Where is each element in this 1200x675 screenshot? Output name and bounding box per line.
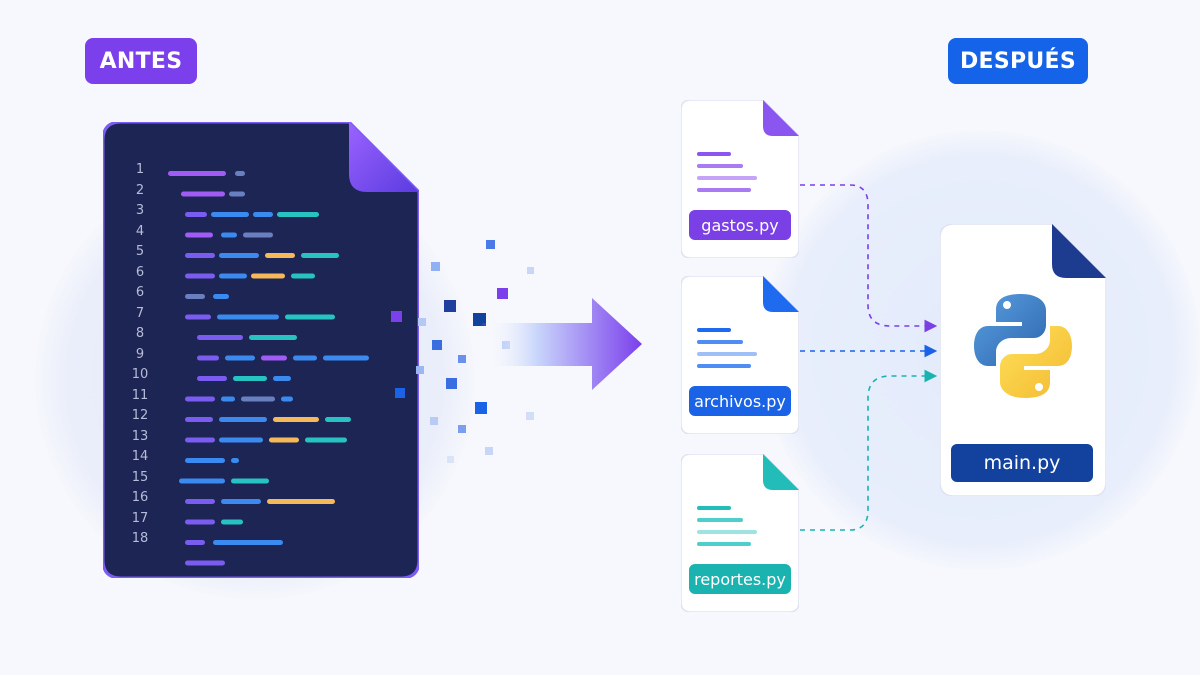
code-segment (185, 273, 215, 279)
line-number: 5 (135, 244, 145, 259)
file-reportes[interactable]: reportes.py (681, 454, 799, 612)
line-number: 6 (135, 264, 145, 280)
line-number: 7 (135, 305, 145, 321)
code-segment (273, 417, 319, 422)
line-number: 3 (135, 203, 145, 218)
line-number: 9 (135, 346, 145, 362)
code-segment (185, 417, 213, 422)
code-segment (241, 396, 275, 402)
line-number: 16 (131, 490, 149, 505)
file-label: archivos.py (689, 386, 791, 416)
code-segment (225, 355, 255, 361)
code-segment (185, 232, 213, 238)
code-segment (233, 376, 267, 381)
line-number: 6 (135, 285, 145, 300)
code-segment (185, 396, 215, 402)
code-segment (185, 519, 215, 525)
line-number: 4 (135, 223, 145, 239)
code-segment (285, 314, 335, 320)
code-segment (229, 191, 245, 197)
line-number: 11 (131, 387, 149, 403)
line-number: 17 (131, 510, 149, 526)
code-segment (293, 355, 317, 361)
line-number: 18 (131, 531, 149, 546)
code-file-shape (103, 122, 419, 578)
file-gastos[interactable]: gastos.py (681, 100, 799, 258)
line-number: 12 (131, 408, 149, 423)
code-segment (249, 335, 297, 340)
code-segment (269, 437, 299, 443)
code-segment (235, 171, 245, 176)
code-segment (185, 437, 215, 443)
code-segment (185, 212, 207, 217)
main-file[interactable]: main.py (940, 224, 1106, 496)
file-label: reportes.py (689, 564, 791, 594)
code-segment (231, 478, 269, 484)
code-segment (168, 171, 226, 176)
main-file-label: main.py (951, 444, 1093, 482)
line-number: 14 (131, 449, 149, 464)
code-segment (281, 396, 293, 402)
code-segment (219, 273, 247, 279)
code-segment (219, 253, 259, 258)
after-label: DESPUÉS (948, 38, 1088, 84)
code-segment (213, 294, 229, 299)
file-archivos[interactable]: archivos.py (681, 276, 799, 434)
code-segment (323, 355, 369, 361)
code-segment (221, 499, 261, 504)
before-label: ANTES (85, 38, 197, 84)
code-segment (197, 376, 227, 381)
code-segment (273, 376, 291, 381)
code-segment (267, 499, 335, 504)
code-segment (181, 191, 225, 197)
code-segment (243, 232, 273, 238)
code-segment (305, 437, 347, 443)
code-segment (179, 478, 225, 484)
line-number: 13 (131, 428, 149, 444)
code-segment (217, 314, 279, 320)
code-segment (185, 314, 211, 320)
code-segment (253, 212, 273, 217)
code-segment (265, 253, 295, 258)
connector-lines (800, 184, 938, 531)
code-segment (185, 540, 205, 545)
line-number: 2 (135, 182, 145, 198)
code-segment (221, 396, 235, 402)
python-logo-icon (974, 294, 1072, 398)
code-segment (277, 212, 319, 217)
main-file-shape (940, 224, 1106, 496)
code-segment (185, 560, 225, 566)
code-segment (301, 253, 339, 258)
code-segment (251, 273, 285, 279)
code-segment (231, 458, 239, 463)
monolithic-code-file (103, 122, 419, 578)
transform-arrow (480, 298, 642, 390)
code-segment (221, 232, 237, 238)
line-number: 8 (135, 326, 145, 341)
code-segment (213, 540, 283, 545)
code-segment (261, 355, 287, 361)
line-number: 1 (135, 162, 145, 177)
code-segment (185, 253, 215, 258)
code-segment (211, 212, 249, 217)
code-segment (219, 437, 263, 443)
line-number: 15 (131, 469, 149, 485)
code-segment (197, 355, 219, 361)
code-segment (221, 519, 243, 525)
code-segment (185, 294, 205, 299)
code-segment (197, 335, 243, 340)
code-segment (219, 417, 267, 422)
code-segment (325, 417, 351, 422)
file-label: gastos.py (689, 210, 791, 240)
code-segment (185, 458, 225, 463)
line-number: 10 (131, 367, 149, 382)
code-segment (291, 273, 315, 279)
code-lines (168, 171, 369, 566)
code-segment (185, 499, 215, 504)
